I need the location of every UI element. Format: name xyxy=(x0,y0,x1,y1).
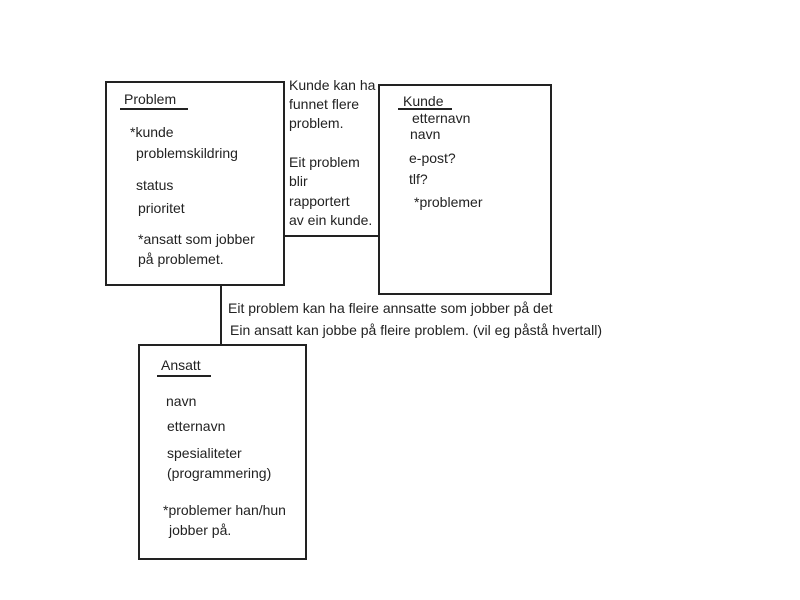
relation-note-problem-kunde-line3: problem. xyxy=(289,115,344,131)
problem-field-prioritet: prioritet xyxy=(138,200,185,216)
problem-field-kunde: *kunde xyxy=(130,124,174,140)
relation-note-problem-kunde-line2: funnet flere xyxy=(289,96,360,112)
kunde-entity-box xyxy=(378,84,552,295)
problem-ansatt-connector xyxy=(220,286,222,344)
relation-note-problem-kunde-line6: rapportert xyxy=(289,193,350,209)
ansatt-title-underline xyxy=(157,375,211,377)
ansatt-field-navn: navn xyxy=(166,393,197,409)
kunde-field-epost: e-post? xyxy=(409,150,456,166)
kunde-field-etternavn: etternavn xyxy=(412,110,471,126)
kunde-field-tlf: tlf? xyxy=(409,171,428,187)
ansatt-entity-title: Ansatt xyxy=(161,357,201,373)
ansatt-field-problemer: *problemer han/hun xyxy=(163,502,286,518)
kunde-entity-title: Kunde xyxy=(403,93,444,109)
problem-field-ansatt: *ansatt som jobber xyxy=(138,231,255,247)
problem-entity-box xyxy=(105,81,285,286)
problem-entity-title: Problem xyxy=(124,91,177,107)
ansatt-field-spesialiteter: spesialiteter xyxy=(167,445,242,461)
relation-note-problem-kunde-line4: Eit problem xyxy=(289,154,360,170)
kunde-field-navn: navn xyxy=(410,126,441,142)
relation-note-problem-kunde-line5: blir xyxy=(289,173,308,189)
problem-kunde-connector xyxy=(285,235,380,237)
ansatt-field-programmering: (programmering) xyxy=(167,465,272,481)
problem-field-problemskildring: problemskildring xyxy=(136,145,238,161)
problem-field-status: status xyxy=(136,177,174,193)
problem-title-underline xyxy=(120,108,188,110)
relation-note-problem-ansatt-line1: Eit problem kan ha fleire annsatte som j… xyxy=(228,300,553,316)
ansatt-entity-box xyxy=(138,344,307,560)
relation-note-problem-kunde-line1: Kunde kan ha xyxy=(289,77,376,93)
problem-field-ansatt-cont: på problemet. xyxy=(138,251,224,267)
kunde-title-underline xyxy=(398,108,452,110)
relation-note-problem-kunde-line7: av ein kunde. xyxy=(289,212,373,228)
kunde-field-problemer: *problemer xyxy=(414,194,483,210)
ansatt-field-etternavn: etternavn xyxy=(167,418,226,434)
relation-note-problem-ansatt-line2: Ein ansatt kan jobbe på fleire problem. … xyxy=(230,322,602,338)
ansatt-field-problemer-cont: jobber på. xyxy=(169,522,232,538)
